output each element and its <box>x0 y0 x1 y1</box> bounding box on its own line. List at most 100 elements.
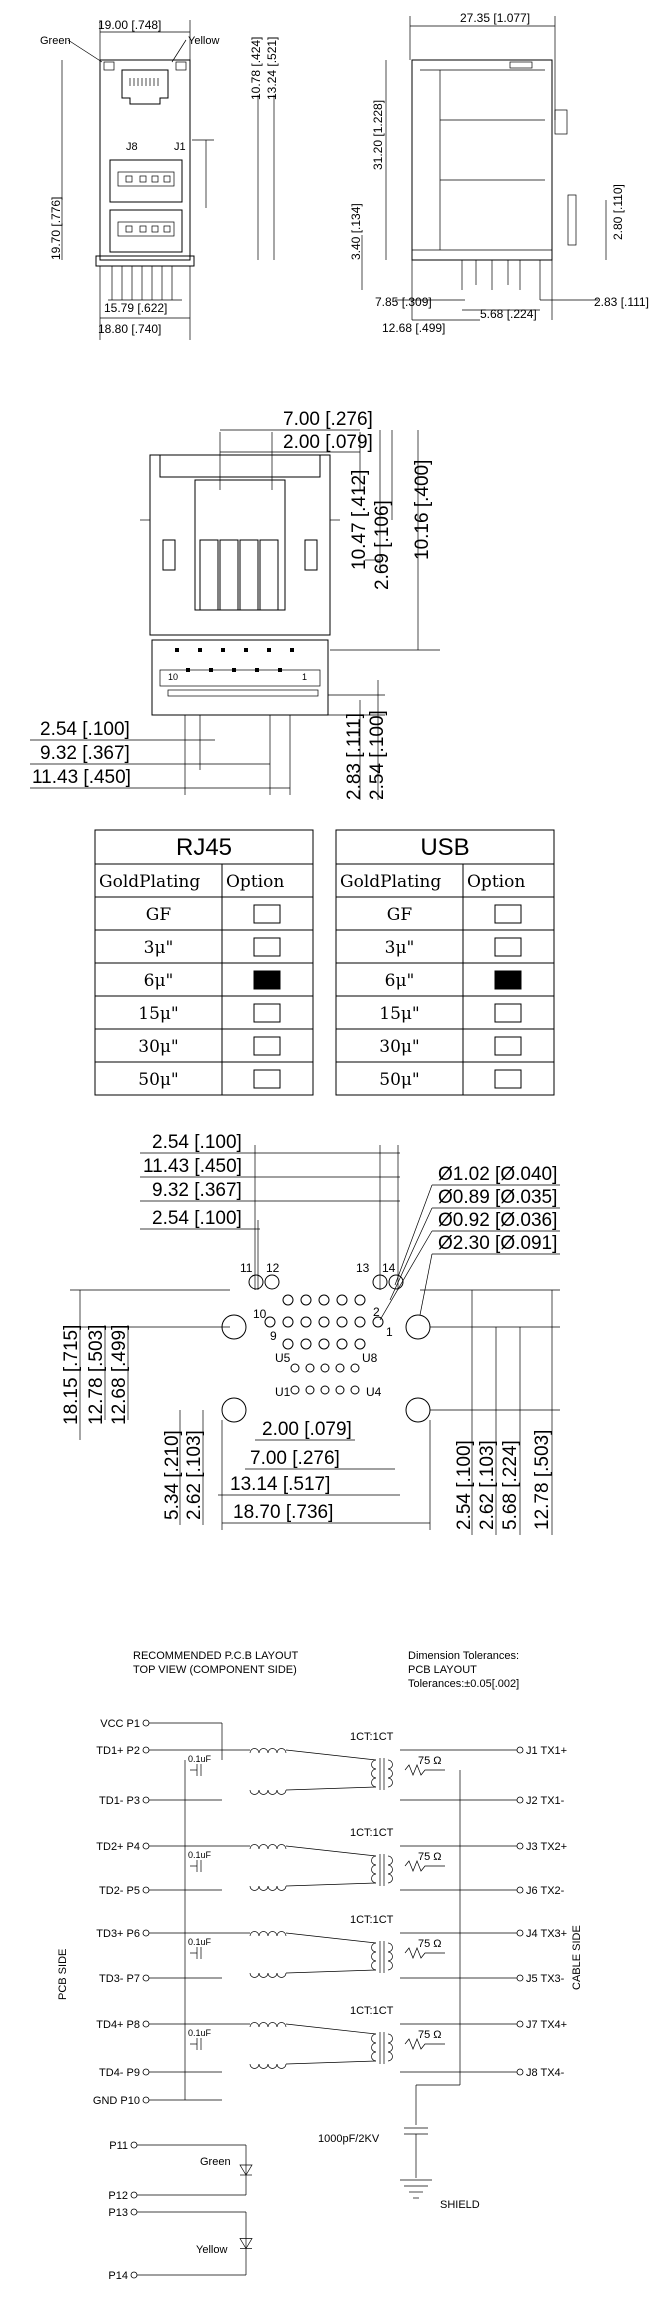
table-col1-header: GoldPlating <box>99 872 200 892</box>
dim-1579: 15.79 [.622] <box>104 301 167 315</box>
option-checkbox[interactable] <box>253 1069 281 1089</box>
pcb-dim-568r: 5.68 [.224] <box>500 1440 521 1530</box>
hole-230: Ø2.30 [Ø.091] <box>438 1233 557 1254</box>
right-pin-terminal <box>516 1796 524 1804</box>
right-pin-terminal <box>516 1746 524 1754</box>
led-pin-terminal <box>130 2141 138 2149</box>
pcb-pin-1: 1 <box>386 1325 393 1339</box>
pcb-pad <box>336 1316 348 1328</box>
pcb-pad <box>290 1385 300 1395</box>
left-pin-terminal <box>142 1929 150 1937</box>
pcb-pad <box>350 1363 360 1373</box>
dim-2735: 27.35 [1.077] <box>460 11 530 25</box>
option-checkbox[interactable] <box>494 1003 522 1023</box>
table-col1-header: GoldPlating <box>340 872 441 892</box>
j1-label: J1 <box>174 141 186 153</box>
plating-label: 15μ" <box>138 1004 179 1024</box>
option-checkbox[interactable] <box>494 1036 522 1056</box>
option-checkbox[interactable] <box>253 937 281 957</box>
pcb-side-label: PCB SIDE <box>57 1949 69 2000</box>
dim-932-bottom: 9.32 [.367] <box>40 743 130 764</box>
pcb-u5: U5 <box>275 1351 291 1365</box>
dim-254v-bottom: 2.54 [.100] <box>367 710 388 800</box>
right-pin-terminal <box>516 1974 524 1982</box>
pcb-pad <box>354 1338 366 1350</box>
right-pin-label: J6 TX2- <box>526 1885 565 1897</box>
right-pin-label: J7 TX4+ <box>526 2019 567 2031</box>
dim-1970: 19.70 [.776] <box>49 197 63 260</box>
resistor-label: 75 Ω <box>418 1938 442 1950</box>
option-checkbox[interactable] <box>253 970 281 990</box>
pcb-layout: 2.54 [.100] 11.43 [.450] 9.32 [.367] 2.5… <box>61 1132 560 1690</box>
plating-label: 30μ" <box>379 1037 420 1057</box>
pcb-dim-1815: 18.15 [.715] <box>61 1325 82 1425</box>
pcb-pad <box>354 1316 366 1328</box>
hole-102: Ø1.02 [Ø.040] <box>438 1164 557 1185</box>
pcb-pin-11: 11 <box>240 1261 253 1275</box>
plating-label: 50μ" <box>138 1070 179 1090</box>
right-pin-label: J2 TX1- <box>526 1795 565 1807</box>
pcb-pad <box>282 1294 294 1306</box>
j8-label: J8 <box>126 141 138 153</box>
pcb-dim-254a: 2.54 [.100] <box>152 1132 242 1153</box>
tolerance-3: Tolerances:±0.05[.002] <box>408 1678 519 1690</box>
option-checkbox[interactable] <box>253 904 281 924</box>
option-checkbox[interactable] <box>253 1003 281 1023</box>
hole-092: Ø0.92 [Ø.036] <box>438 1210 557 1231</box>
green-label: Green <box>40 35 71 47</box>
pcb-pad <box>335 1363 345 1373</box>
led-diode-icon <box>239 2238 253 2250</box>
right-pin-terminal <box>516 1929 524 1937</box>
pcb-pad <box>264 1316 276 1328</box>
option-checkbox[interactable] <box>253 1036 281 1056</box>
left-pin-terminal <box>142 2068 150 2076</box>
pcb-dim-700: 7.00 [.276] <box>250 1448 340 1469</box>
yellow-label: Yellow <box>188 35 219 47</box>
option-checkbox[interactable] <box>494 1069 522 1089</box>
pin-1-label: 1 <box>302 672 307 682</box>
plating-label: 3μ" <box>144 938 174 958</box>
pcb-pad <box>350 1385 360 1395</box>
pcb-dim-254b: 2.54 [.100] <box>152 1208 242 1229</box>
front-view: Green Yellow 19.00 [.748] J8 J1 <box>40 18 279 340</box>
dim-3120: 31.20 [1.228] <box>371 100 385 170</box>
pcb-pad <box>290 1363 300 1373</box>
left-pin-terminal <box>142 2020 150 2028</box>
right-pin-label: J1 TX1+ <box>526 1745 567 1757</box>
pcb-u8: U8 <box>362 1351 378 1365</box>
left-pin-label: TD2+ P4 <box>96 1841 140 1853</box>
option-checkbox[interactable] <box>494 937 522 957</box>
right-pin-terminal <box>516 2068 524 2076</box>
pcb-pin-2: 2 <box>373 1305 380 1319</box>
option-checkbox[interactable] <box>494 904 522 924</box>
option-checkbox[interactable] <box>494 970 522 990</box>
dim-340: 3.40 [.134] <box>349 203 363 260</box>
ct-ratio-label: 1CT:1CT <box>350 2005 394 2017</box>
pcb-dim-1870: 18.70 [.736] <box>233 1502 333 1523</box>
pcb-u4: U4 <box>366 1385 382 1399</box>
led-pin-label: P12 <box>108 2190 128 2202</box>
led-pin-label: P11 <box>109 2140 128 2152</box>
table-col2-header: Option <box>467 872 525 892</box>
tolerance-2: PCB LAYOUT <box>408 1664 477 1676</box>
pcb-dim-200: 2.00 [.079] <box>262 1419 352 1440</box>
left-pin-terminal <box>142 1746 150 1754</box>
pcb-dim-254r: 2.54 [.100] <box>454 1440 475 1530</box>
shield-label: SHIELD <box>440 2199 480 2211</box>
plating-label: 30μ" <box>138 1037 179 1057</box>
dim-254-bottom: 2.54 [.100] <box>40 719 130 740</box>
hole-089: Ø0.89 [Ø.035] <box>438 1187 557 1208</box>
pcb-pad <box>320 1385 330 1395</box>
table-col2-header: Option <box>226 872 284 892</box>
table-title: USB <box>420 834 469 861</box>
side-view: 27.35 [1.077] 31.20 [1.228] 3.40 [.134] … <box>349 11 649 335</box>
cap-label: 0.1uF <box>188 1754 212 1764</box>
pcb-pad <box>318 1316 330 1328</box>
dim-width-top: 19.00 [.748] <box>98 18 161 32</box>
